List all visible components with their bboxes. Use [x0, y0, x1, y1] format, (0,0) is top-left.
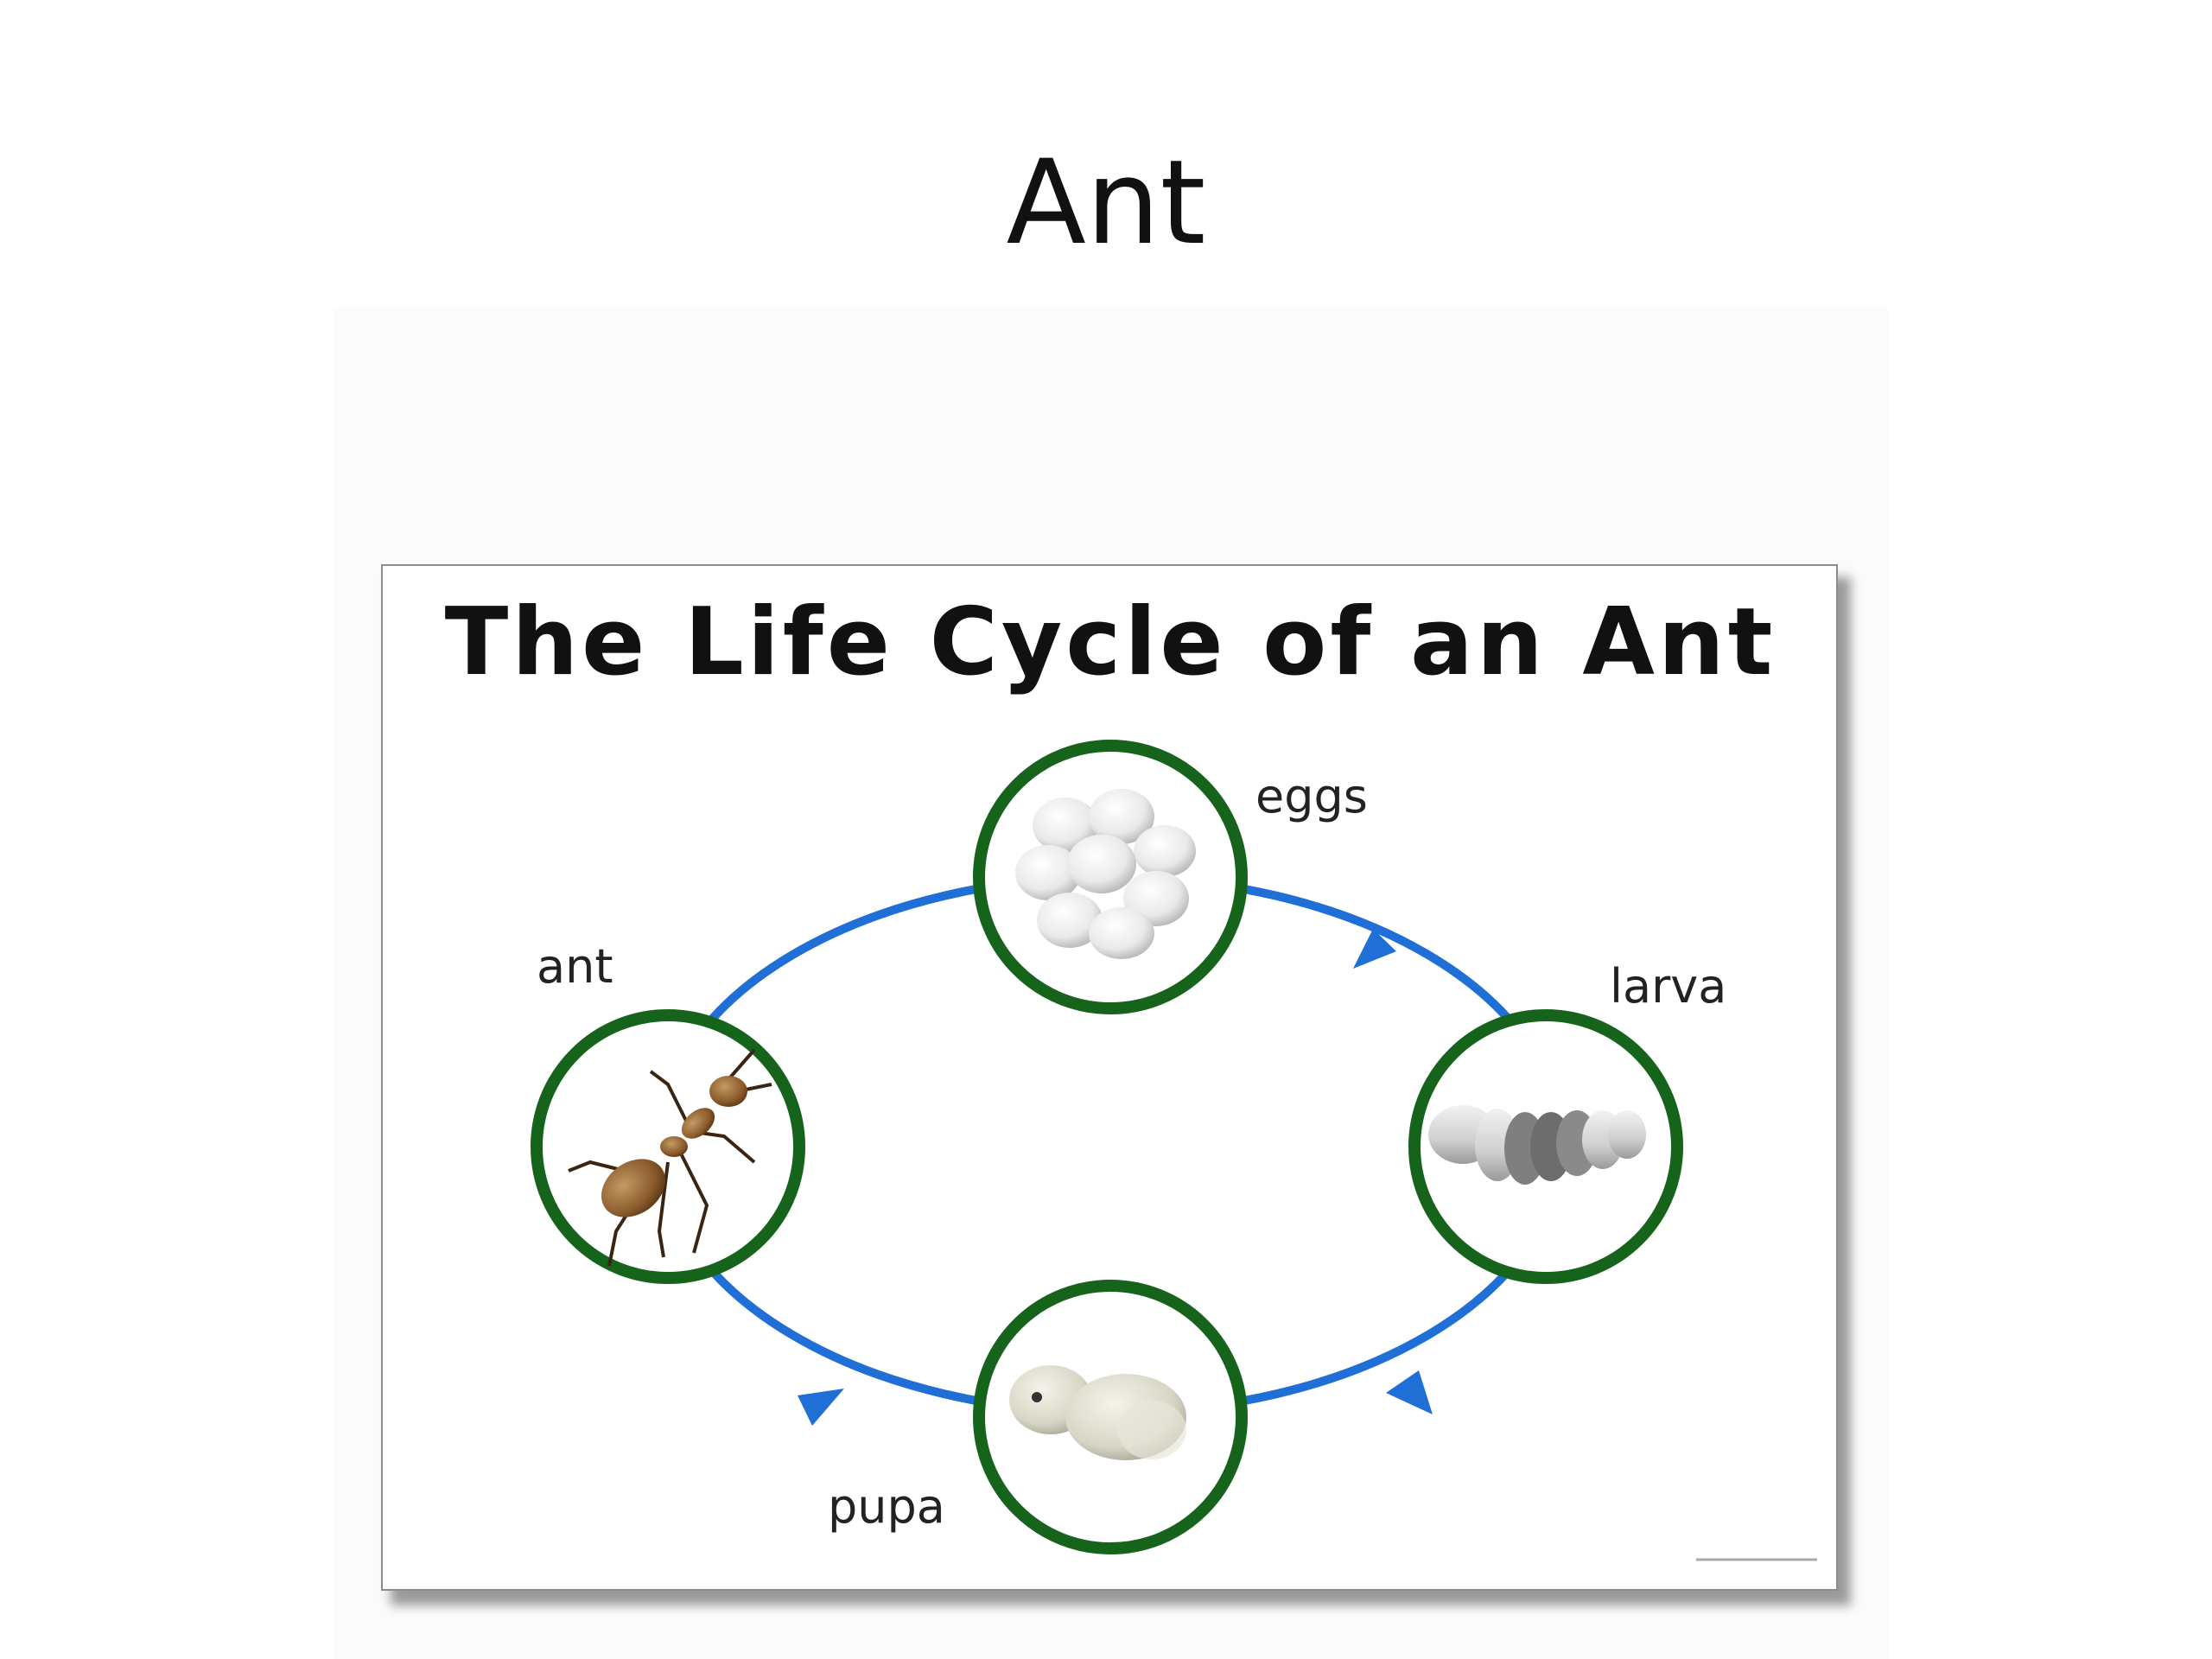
larva-icon [1428, 1105, 1646, 1185]
arrow-larva-to-pupa [1386, 1370, 1433, 1414]
slide-title: Ant [1006, 135, 1206, 270]
stage-label-ant: ant [537, 939, 613, 994]
stage-label-larva: larva [1610, 959, 1726, 1014]
stage-eggs [973, 740, 1248, 1014]
ant-icon [568, 1048, 772, 1267]
stage-larva [1408, 1009, 1683, 1284]
life-cycle-diagram: The Life Cycle of an Ant [445, 588, 1817, 1561]
stage-ant [531, 1009, 805, 1284]
eggs-icon [1015, 789, 1196, 959]
stage-pupa [973, 1280, 1248, 1554]
arrow-eggs-to-larva [1353, 929, 1396, 969]
stage-label-eggs: eggs [1255, 769, 1368, 823]
arrow-pupa-to-ant [798, 1389, 844, 1426]
poster-title: The Life Cycle of an Ant [445, 588, 1777, 696]
life-cycle-poster: The Life Cycle of an Ant [381, 564, 1838, 1591]
stage-label-pupa: pupa [828, 1479, 945, 1534]
pupa-icon [1009, 1365, 1186, 1460]
